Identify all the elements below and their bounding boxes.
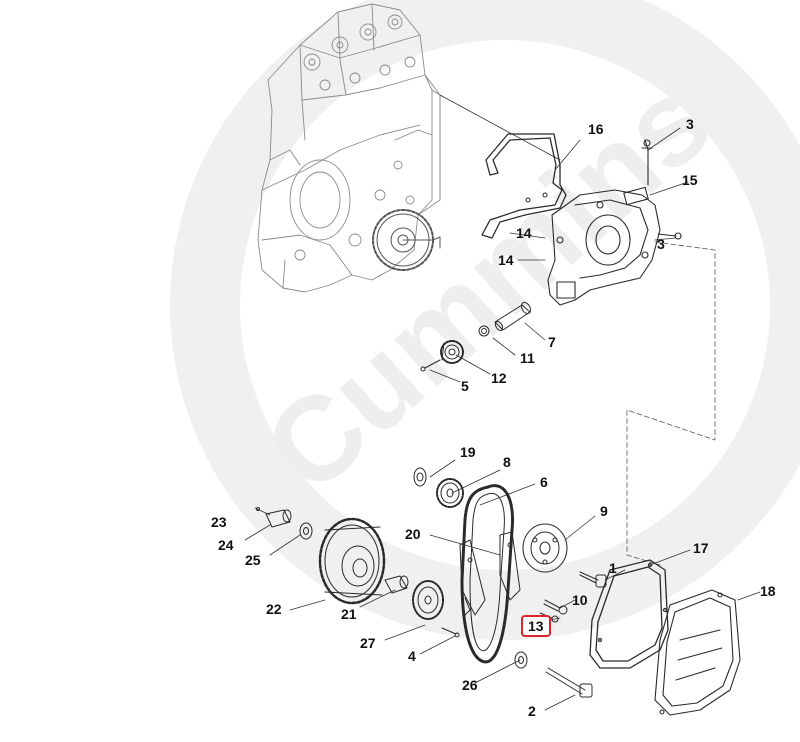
callout-1: 1 — [609, 560, 617, 576]
callout-6: 6 — [540, 474, 548, 490]
bushing-21 — [384, 575, 409, 594]
washer-25 — [299, 522, 313, 540]
chain-guide-20 — [459, 531, 521, 616]
small-gear-12 — [420, 340, 464, 372]
callout-23: 23 — [211, 514, 227, 530]
callout-8: 8 — [503, 454, 511, 470]
callout-19: 19 — [460, 444, 476, 460]
leader-lines — [244, 94, 761, 711]
callout-11: 11 — [520, 350, 535, 366]
assembly-path-lines — [626, 241, 716, 566]
callout-21: 21 — [341, 606, 357, 622]
callout-12: 12 — [491, 370, 507, 386]
bolt-1 — [579, 571, 607, 588]
sprocket-8 — [436, 478, 464, 508]
watermark-ring — [170, 0, 800, 640]
timing-chain-6 — [460, 484, 515, 664]
idler-gear-22 — [318, 517, 386, 605]
callout-16: 16 — [588, 121, 604, 137]
gear-housing-15 — [547, 139, 682, 306]
callout-4: 4 — [408, 648, 416, 664]
callout-3: 3 — [686, 116, 694, 132]
washer-26 — [514, 651, 528, 669]
gear-27 — [412, 580, 444, 620]
shaft-7 — [478, 301, 532, 337]
callout-5: 5 — [461, 378, 469, 394]
callout-15: 15 — [682, 172, 698, 188]
callout-2: 2 — [528, 703, 536, 719]
callout-26: 26 — [462, 677, 478, 693]
bolt-2 — [545, 667, 593, 698]
engine-block — [257, 3, 441, 293]
pin-4 — [441, 627, 460, 638]
gasket-16 — [481, 133, 567, 239]
bushing-24 — [265, 509, 292, 528]
callout-17: 17 — [693, 540, 709, 556]
callout-3: 3 — [657, 236, 665, 252]
callout-20: 20 — [405, 526, 421, 542]
cam-gear — [372, 209, 441, 271]
callout-7: 7 — [548, 334, 556, 350]
pin-23 — [256, 507, 260, 511]
callout-24: 24 — [218, 537, 234, 553]
callout-14: 14 — [516, 225, 532, 241]
callout-22: 22 — [266, 601, 282, 617]
callout-25: 25 — [245, 552, 261, 568]
hub-9 — [522, 523, 568, 573]
gasket-17 — [589, 559, 669, 669]
callout-18: 18 — [760, 583, 776, 599]
callout-13-highlighted[interactable]: 13 — [521, 615, 551, 637]
washer-19 — [413, 467, 427, 487]
callout-14: 14 — [498, 252, 514, 268]
bolt-10 — [543, 599, 568, 615]
callout-9: 9 — [600, 503, 608, 519]
callout-27: 27 — [360, 635, 376, 651]
front-cover-18 — [654, 589, 741, 716]
callout-10: 10 — [572, 592, 588, 608]
